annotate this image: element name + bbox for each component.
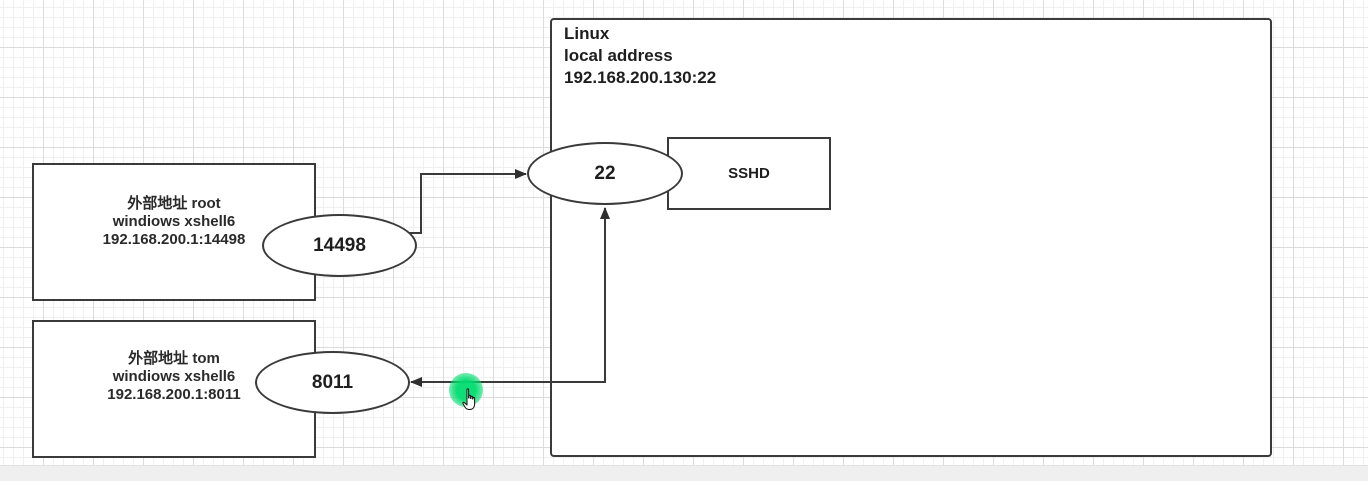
connector-14498-to-22[interactable] — [409, 169, 527, 234]
sshd-service-box[interactable]: SSHD — [667, 137, 831, 210]
client-root-line2: windiows xshell6 — [112, 213, 236, 230]
client-tom-line3: 192.168.200.1:8011 — [107, 386, 241, 403]
client-root-line1: 外部地址 root — [127, 195, 221, 212]
hand-pointer-icon — [462, 388, 476, 410]
port-8011-ellipse[interactable]: 8011 — [255, 351, 410, 414]
sshd-label: SSHD — [728, 165, 770, 182]
bottom-scroll-strip — [0, 465, 1368, 481]
linux-host-label: Linux local address 192.168.200.130:22 — [564, 23, 716, 89]
linux-local-address-label: local address — [564, 46, 673, 65]
client-tom-line2: windiows xshell6 — [112, 368, 236, 385]
port-14498-label: 14498 — [313, 234, 366, 256]
port-22-label: 22 — [594, 162, 616, 184]
client-tom-info: 外部地址 tom windiows xshell6 192.168.200.1:… — [34, 350, 314, 404]
linux-title: Linux — [564, 24, 610, 43]
client-root-line3: 192.168.200.1:14498 — [102, 231, 246, 248]
linux-host-box[interactable]: Linux local address 192.168.200.130:22 — [550, 18, 1272, 457]
port-22-ellipse[interactable]: 22 — [527, 142, 683, 205]
port-8011-label: 8011 — [311, 371, 354, 393]
client-root-info: 外部地址 root windiows xshell6 192.168.200.1… — [34, 195, 314, 249]
pointer-highlight — [449, 373, 483, 407]
client-tom-line1: 外部地址 tom — [128, 350, 220, 367]
port-14498-ellipse[interactable]: 14498 — [262, 214, 417, 277]
linux-address: 192.168.200.130:22 — [564, 68, 717, 87]
